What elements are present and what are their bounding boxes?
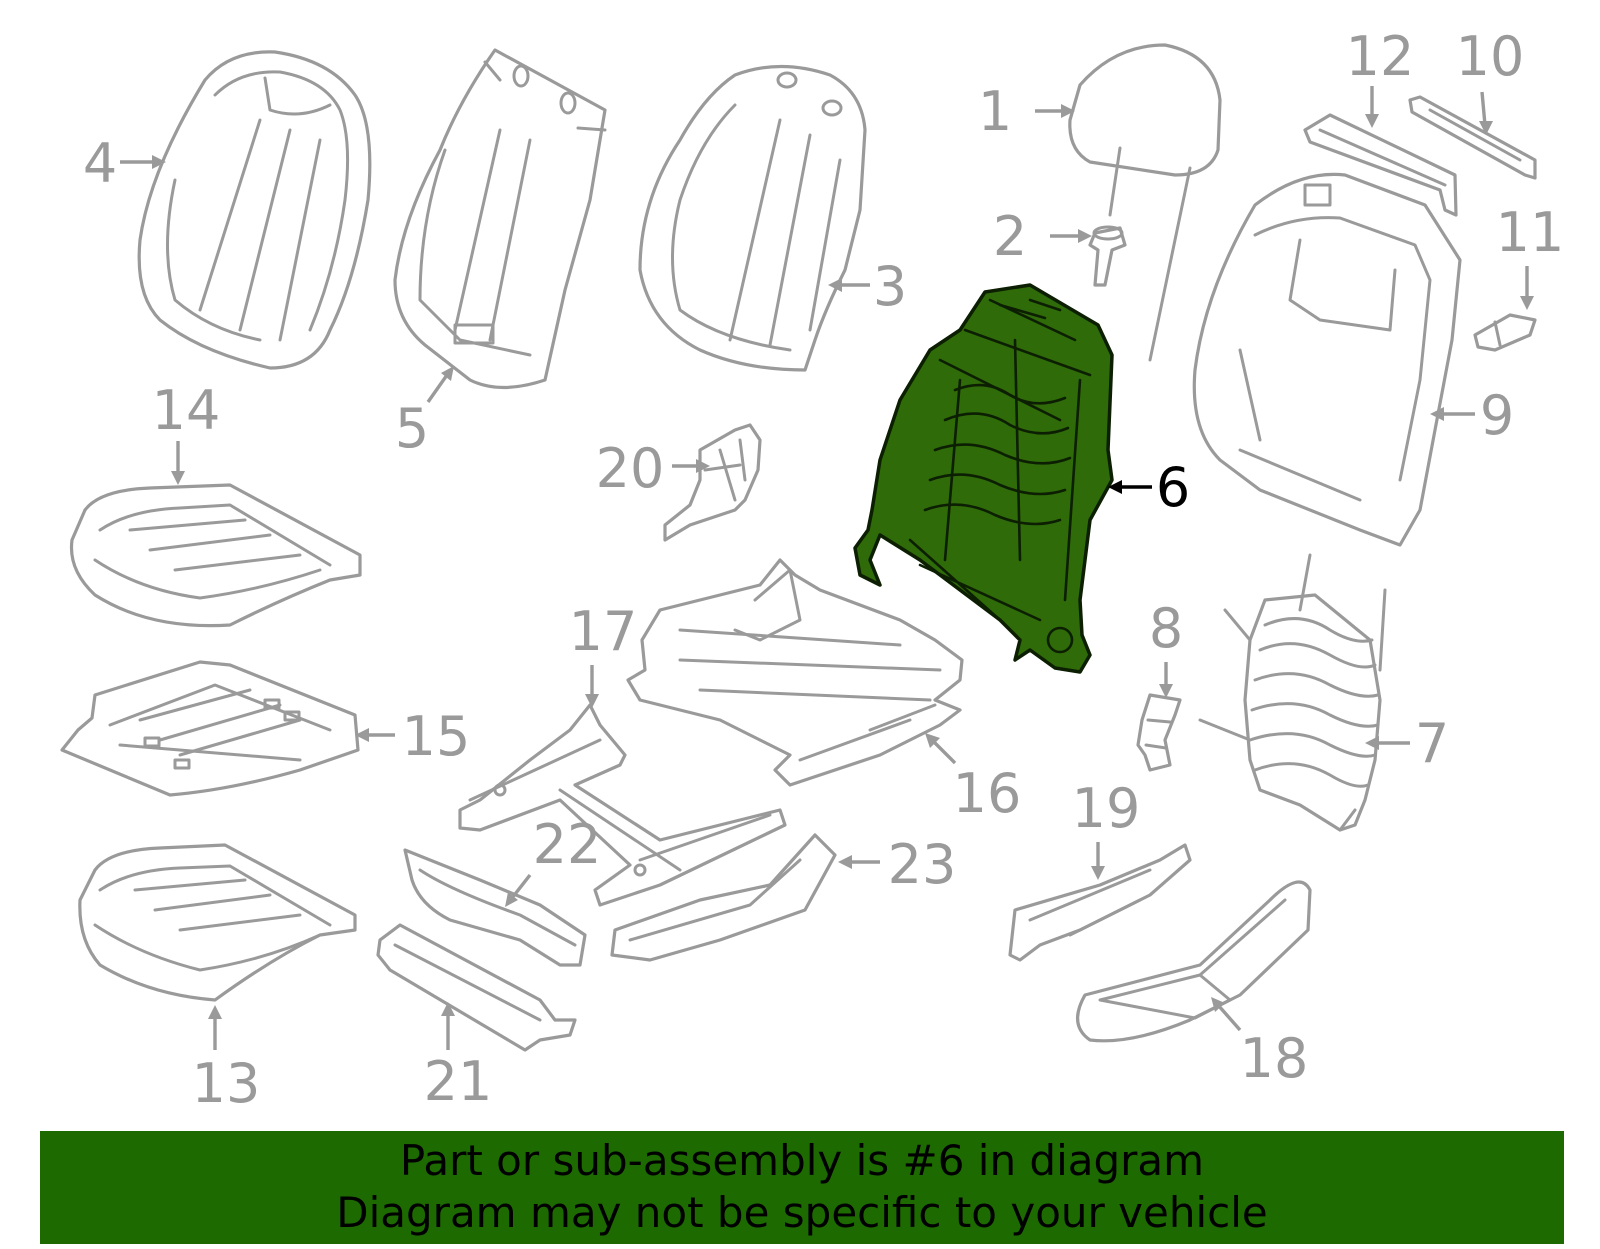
callout-numbers: 1 2 3 4 5 6 7 8 9 10 11 12 13 14 15 16 1…	[83, 25, 1565, 1115]
part-13-seat-cushion[interactable]	[78, 843, 357, 1002]
part-2-guide-sleeve[interactable]	[1088, 225, 1127, 287]
callout-4: 4	[83, 132, 117, 195]
callout-17: 17	[569, 600, 638, 663]
banner-line-disclaimer: Diagram may not be specific to your vehi…	[336, 1188, 1268, 1237]
part-9-rear-panel[interactable]	[1192, 172, 1462, 547]
part-10-trim-strip[interactable]	[1408, 95, 1537, 180]
part-23-side-shield[interactable]	[610, 833, 837, 962]
info-banner: Part or sub-assembly is #6 in diagram Di…	[40, 1131, 1564, 1244]
callout-10: 10	[1456, 25, 1525, 88]
callout-23: 23	[888, 833, 957, 896]
banner-line-part: Part or sub-assembly is #6 in diagram	[399, 1136, 1205, 1185]
part-15-seat-pad[interactable]	[60, 660, 360, 797]
part-20-bracket[interactable]	[663, 423, 762, 542]
part-7-spring-mat[interactable]	[1198, 553, 1387, 832]
part-17-seat-frame[interactable]	[458, 703, 787, 907]
callout-11: 11	[1496, 201, 1565, 264]
part-3-backrest-cover-rear[interactable]	[638, 64, 867, 372]
part-16-seat-base[interactable]	[626, 558, 964, 787]
callout-19: 19	[1072, 777, 1141, 840]
part-14-cushion-cover[interactable]	[69, 483, 362, 628]
callout-1: 1	[978, 80, 1012, 143]
part-8-clip[interactable]	[1136, 693, 1182, 772]
callout-6: 6	[1156, 456, 1190, 519]
part-18-side-cover[interactable]	[1076, 880, 1312, 1043]
callout-12: 12	[1346, 25, 1415, 88]
callout-21: 21	[424, 1050, 493, 1113]
callout-18: 18	[1240, 1027, 1309, 1090]
callout-20: 20	[596, 437, 665, 500]
part-1-headrest[interactable]	[1068, 43, 1222, 362]
part-19-side-bracket[interactable]	[1008, 843, 1192, 962]
callout-2: 2	[993, 205, 1027, 268]
part-12-trim-strip[interactable]	[1303, 113, 1458, 217]
callout-9: 9	[1480, 384, 1514, 447]
callout-7: 7	[1415, 712, 1449, 775]
callout-leaders	[120, 86, 1534, 1050]
callout-13: 13	[192, 1052, 261, 1115]
part-5-backrest-pad[interactable]	[393, 48, 607, 390]
callout-5: 5	[395, 397, 429, 460]
part-21-lower-trim[interactable]	[376, 923, 577, 1052]
callout-15: 15	[402, 705, 471, 768]
callout-16: 16	[953, 762, 1022, 825]
callout-14: 14	[152, 379, 221, 442]
part-11-clip[interactable]	[1473, 313, 1537, 352]
part-6-backrest-frame[interactable]	[853, 283, 1114, 674]
part-22-side-trim[interactable]	[403, 848, 587, 967]
part-4-backrest-cover[interactable]	[137, 50, 372, 370]
callout-22: 22	[533, 813, 602, 876]
callout-8: 8	[1149, 597, 1183, 660]
callout-3: 3	[873, 255, 907, 318]
